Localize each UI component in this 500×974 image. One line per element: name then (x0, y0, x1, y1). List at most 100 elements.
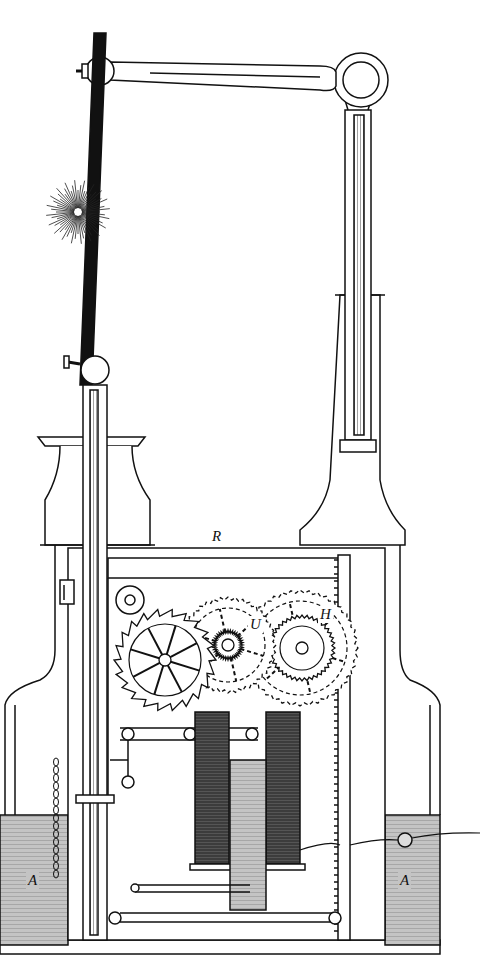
rack-tooth (334, 832, 338, 834)
spark-ray (46, 212, 74, 215)
gear-hub (159, 654, 171, 666)
gear-hub (296, 642, 308, 654)
spark-ray (82, 209, 110, 212)
spark-ray (57, 188, 76, 209)
spark-ray (81, 191, 102, 210)
chain-link (54, 838, 59, 846)
spark-ray (54, 215, 75, 234)
chain-link (54, 814, 59, 822)
spark-ray (65, 189, 77, 209)
rack-tooth (334, 559, 338, 561)
rack-tooth (334, 699, 338, 701)
rack-tooth (334, 818, 338, 820)
spark-ray (81, 215, 100, 236)
chain-link (54, 790, 59, 798)
rack-tooth (334, 580, 338, 582)
chain-link (54, 846, 59, 854)
spark-ray (78, 216, 81, 244)
rack-tooth (334, 741, 338, 743)
chain-link (54, 806, 59, 814)
chain-link (54, 854, 59, 862)
rack-tooth (334, 860, 338, 862)
rack-tooth (334, 811, 338, 813)
gear-spoke (170, 643, 197, 657)
gear-rim (280, 626, 324, 670)
chain-link (54, 766, 59, 774)
spark-ray (80, 216, 91, 242)
part-letter: R (210, 528, 223, 545)
spark-ray (49, 214, 75, 225)
spark-ray (65, 183, 76, 209)
spark-ray (55, 214, 75, 226)
gear-spoke (148, 628, 162, 655)
spark-ray (81, 199, 96, 210)
rack-tooth (334, 776, 338, 778)
chain-link (54, 862, 59, 870)
rack-tooth (334, 888, 338, 890)
gear-wheel (213, 630, 243, 660)
gear-spoke (131, 649, 160, 658)
chain-link (54, 782, 59, 790)
spark-ray (65, 194, 76, 209)
rack-tooth (334, 727, 338, 729)
gear-wheel (114, 610, 216, 711)
rack-tooth (334, 846, 338, 848)
gear-spoke (167, 626, 176, 655)
chain-link (54, 758, 59, 766)
chain-link (54, 774, 59, 782)
spark-ray (80, 215, 92, 235)
terminal-block (0, 815, 68, 945)
rack-tooth (334, 734, 338, 736)
rack-tooth (334, 930, 338, 932)
rack-tooth (334, 594, 338, 596)
chain-link (54, 798, 59, 806)
spark-ray (60, 214, 75, 225)
chain-link (54, 870, 59, 878)
chain-link (54, 830, 59, 838)
rack-tooth (334, 755, 338, 757)
part-letter: A (26, 872, 39, 889)
gear-spoke (154, 666, 163, 695)
rack-tooth (334, 867, 338, 869)
rack-tooth (334, 902, 338, 904)
gear-hub (222, 639, 234, 651)
electromagnet-coil (195, 712, 229, 864)
rack-tooth (334, 783, 338, 785)
gear-spoke (133, 663, 160, 677)
rack-tooth (334, 839, 338, 841)
gear-wheel (269, 615, 335, 681)
rack-tooth (334, 874, 338, 876)
gear-hub (222, 639, 234, 651)
arc-spark (46, 180, 110, 244)
rack-tooth (334, 825, 338, 827)
armature (230, 760, 266, 910)
rack-tooth (334, 720, 338, 722)
chain-link (54, 822, 59, 830)
rack-tooth (334, 762, 338, 764)
rack-tooth (334, 895, 338, 897)
rack-tooth (334, 797, 338, 799)
spark-ray (82, 199, 108, 210)
electromagnet-coil (266, 712, 300, 864)
part-letter: U (248, 616, 263, 633)
rack-tooth (334, 573, 338, 575)
rack-tooth (334, 853, 338, 855)
spark-ray (81, 199, 101, 211)
rack-tooth (334, 587, 338, 589)
part-letter: H (318, 606, 333, 623)
rack-tooth (334, 566, 338, 568)
gear-rim (129, 624, 201, 696)
gear-spoke (171, 662, 200, 671)
rack-tooth (334, 909, 338, 911)
rack-tooth (334, 713, 338, 715)
rack-tooth (334, 804, 338, 806)
spark-ray (75, 180, 78, 208)
rack-tooth (334, 790, 338, 792)
spark-ray (80, 215, 91, 230)
gear-spoke (168, 665, 182, 692)
rack-tooth (334, 706, 338, 708)
rack-tooth (334, 881, 338, 883)
rack-tooth (334, 748, 338, 750)
part-letter: A (398, 872, 411, 889)
